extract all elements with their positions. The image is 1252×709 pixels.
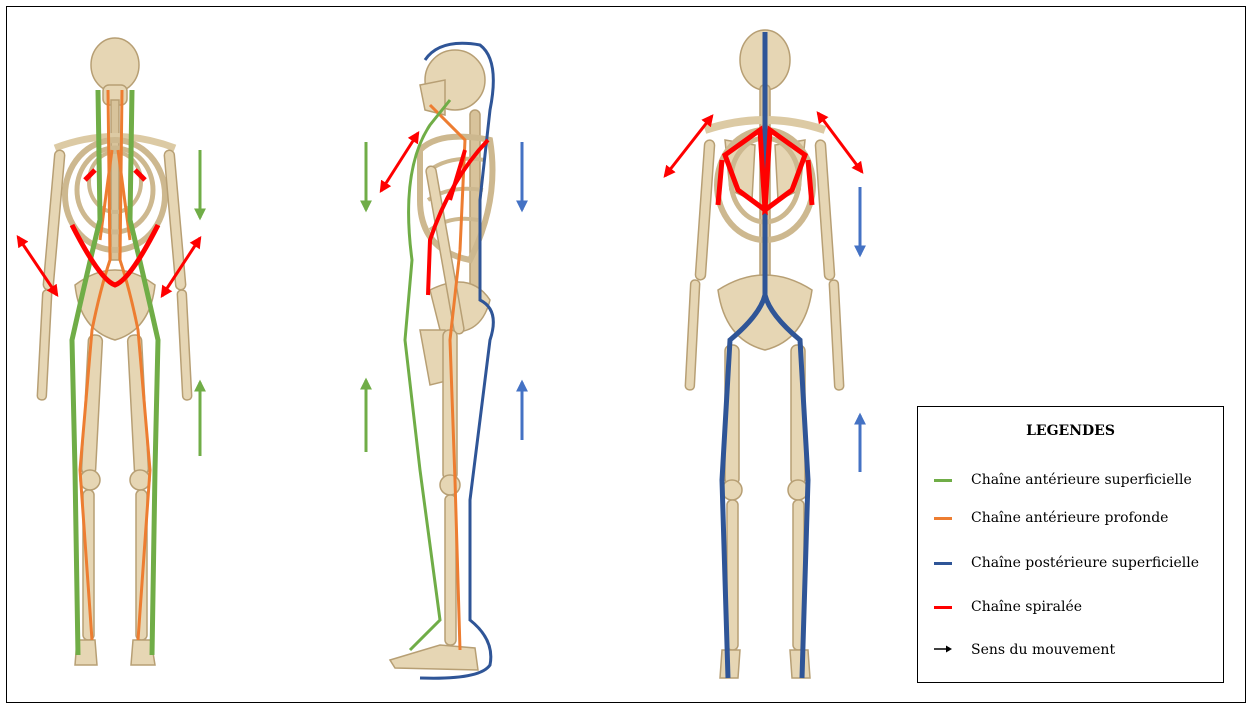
legend-item-movement: Sens du mouvement (934, 640, 1115, 660)
legend-label: Chaîne antérieure profonde (971, 510, 1168, 526)
legend-label: Chaîne spiralée (971, 599, 1082, 615)
legend-swatch (934, 517, 952, 520)
skeleton-front-view (37, 38, 192, 665)
legend-swatch (934, 479, 952, 482)
legend-box: LEGENDES Chaîne antérieure superficielle… (917, 406, 1224, 683)
legend-item-anterior-deep: Chaîne antérieure profonde (934, 508, 1168, 528)
legend-label: Chaîne antérieure superficielle (971, 472, 1192, 488)
legend-item-spiral: Chaîne spiralée (934, 597, 1082, 617)
legend-item-posterior-superficial: Chaîne postérieure superficielle (934, 553, 1199, 573)
legend-item-anterior-superficial: Chaîne antérieure superficielle (934, 470, 1192, 490)
legend-label: Chaîne postérieure superficielle (971, 555, 1199, 571)
legend-title: LEGENDES (918, 423, 1223, 439)
skeleton-side-view (390, 50, 493, 670)
legend-swatch (934, 606, 952, 609)
legend-label: Sens du mouvement (971, 642, 1115, 658)
arrow-right-icon (934, 644, 952, 657)
legend-swatch (934, 562, 952, 565)
